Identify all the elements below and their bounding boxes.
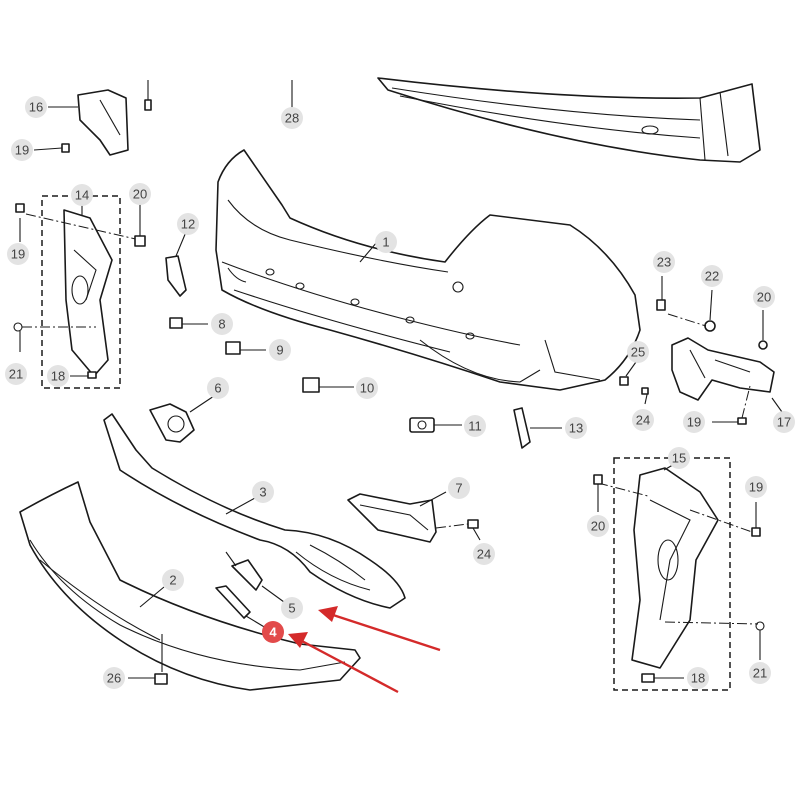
- svg-text:20: 20: [133, 187, 147, 202]
- svg-text:3: 3: [259, 485, 266, 500]
- callout-26: 26: [103, 667, 125, 689]
- svg-text:12: 12: [181, 217, 195, 232]
- svg-text:5: 5: [288, 601, 295, 616]
- frame-part-14: [41, 195, 121, 389]
- part-11-sensor: [409, 417, 462, 433]
- svg-text:4: 4: [269, 625, 277, 640]
- part-19-clip-top: [33, 143, 70, 153]
- callout-15: 15: [668, 447, 690, 469]
- callout-25: 25: [627, 341, 649, 363]
- part-10-clip: [302, 377, 354, 393]
- svg-text:13: 13: [569, 421, 583, 436]
- part-28-impact-beam: [291, 77, 761, 163]
- callout-2: 2: [162, 569, 184, 591]
- callout-18-b: 18: [687, 667, 709, 689]
- svg-text:23: 23: [657, 255, 671, 270]
- callout-23: 23: [653, 251, 675, 273]
- svg-text:21: 21: [753, 666, 767, 681]
- svg-text:6: 6: [214, 381, 221, 396]
- callout-9: 9: [269, 339, 291, 361]
- callout-11: 11: [464, 415, 486, 437]
- svg-text:20: 20: [757, 290, 771, 305]
- callout-14: 14: [71, 184, 93, 206]
- part-1-bumper-cover: [215, 149, 641, 391]
- pointer-arrow-upper: [318, 606, 441, 652]
- part-14-side-bracket-left: [13, 203, 146, 379]
- callout-18-a: 18: [47, 365, 69, 387]
- svg-text:14: 14: [75, 188, 89, 203]
- part-12-bracket: [165, 231, 187, 297]
- svg-text:8: 8: [218, 317, 225, 332]
- callout-17: 17: [773, 411, 795, 433]
- callout-20-b: 20: [753, 286, 775, 308]
- svg-text:28: 28: [285, 111, 299, 126]
- svg-text:20: 20: [591, 519, 605, 534]
- svg-text:19: 19: [749, 480, 763, 495]
- svg-text:7: 7: [455, 481, 462, 496]
- callout-24-a: 24: [632, 409, 654, 431]
- pointer-arrow-lower: [288, 632, 399, 694]
- callout-28: 28: [281, 107, 303, 129]
- part-8-clip: [169, 317, 208, 329]
- svg-text:16: 16: [29, 100, 43, 115]
- svg-text:22: 22: [705, 269, 719, 284]
- part-6-reflector: [149, 395, 215, 443]
- callout-8: 8: [211, 313, 233, 335]
- svg-text:9: 9: [276, 343, 283, 358]
- part-17-side-bracket: [671, 337, 783, 413]
- svg-text:24: 24: [477, 547, 491, 562]
- callout-19-b: 19: [7, 243, 29, 265]
- callout-6: 6: [207, 377, 229, 399]
- callout-20-c: 20: [587, 515, 609, 537]
- callout-19-a: 19: [11, 139, 33, 161]
- callout-7: 7: [448, 477, 470, 499]
- part-2-lower-valance: [19, 481, 361, 691]
- callout-22: 22: [701, 265, 723, 287]
- svg-text:19: 19: [687, 415, 701, 430]
- svg-text:25: 25: [631, 345, 645, 360]
- svg-text:1: 1: [382, 235, 389, 250]
- callout-19-c: 19: [683, 411, 705, 433]
- callout-12: 12: [177, 213, 199, 235]
- part-24-screw: [435, 519, 481, 541]
- svg-text:18: 18: [51, 369, 65, 384]
- frame-part-15: [613, 457, 731, 691]
- callout-13: 13: [565, 417, 587, 439]
- svg-text:10: 10: [360, 381, 374, 396]
- part-9-clip: [225, 341, 266, 355]
- svg-text:24: 24: [636, 413, 650, 428]
- callout-4: 4: [262, 621, 284, 643]
- part-13-bracket: [513, 407, 562, 449]
- callout-21-a: 21: [5, 363, 27, 385]
- fasteners-right: [619, 276, 768, 425]
- callout-3: 3: [252, 481, 274, 503]
- callout-24-b: 24: [473, 543, 495, 565]
- part-3-diffuser-trim: [103, 413, 406, 609]
- part-5-bracket: [225, 551, 285, 603]
- svg-text:15: 15: [672, 451, 686, 466]
- svg-text:18: 18: [691, 671, 705, 686]
- callout-21-b: 21: [749, 662, 771, 684]
- svg-text:26: 26: [107, 671, 121, 686]
- callout-16: 16: [25, 96, 47, 118]
- callout-1: 1: [375, 231, 397, 253]
- callout-10: 10: [356, 377, 378, 399]
- callout-5: 5: [281, 597, 303, 619]
- svg-text:19: 19: [11, 247, 25, 262]
- part-16-bracket: [48, 80, 152, 156]
- part-7-lamp: [347, 491, 447, 543]
- callout-20-a: 20: [129, 183, 151, 205]
- svg-text:11: 11: [468, 419, 482, 434]
- svg-text:2: 2: [169, 573, 176, 588]
- part-26-clip: [128, 673, 168, 685]
- part-15-side-bracket-right: [593, 461, 765, 683]
- svg-text:17: 17: [777, 415, 791, 430]
- callout-19-d: 19: [745, 476, 767, 498]
- svg-text:19: 19: [15, 143, 29, 158]
- svg-text:21: 21: [9, 367, 23, 382]
- part-4-bracket: [215, 585, 267, 629]
